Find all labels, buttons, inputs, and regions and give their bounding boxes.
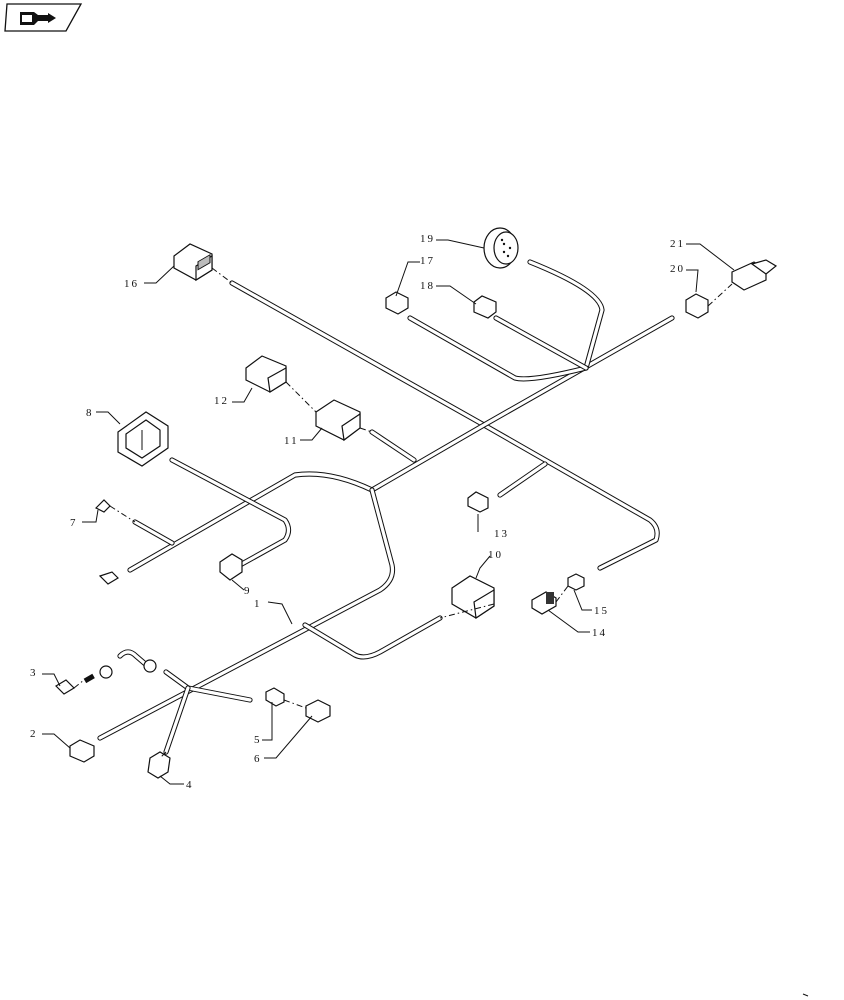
connector-9[interactable] bbox=[219, 553, 243, 581]
callout-6: 6 bbox=[254, 753, 262, 765]
harness-wires bbox=[97, 259, 675, 755]
callout-21: 21 bbox=[670, 238, 685, 250]
callout-16: 16 bbox=[124, 278, 139, 290]
connector-16[interactable] bbox=[173, 243, 213, 282]
callout-8: 8 bbox=[86, 407, 94, 419]
connector-7[interactable] bbox=[94, 499, 119, 585]
connector-2[interactable] bbox=[69, 739, 95, 763]
connector-8-grommet[interactable] bbox=[117, 411, 169, 467]
connector-15[interactable] bbox=[567, 573, 585, 591]
callout-15: 15 bbox=[594, 605, 609, 617]
connector-4[interactable] bbox=[147, 751, 171, 779]
callout-13: 13 bbox=[494, 528, 509, 540]
callout-3: 3 bbox=[30, 667, 38, 679]
corner-mark bbox=[802, 993, 809, 997]
connector-10[interactable] bbox=[451, 575, 495, 620]
connector-13[interactable] bbox=[467, 491, 489, 513]
connector-11[interactable] bbox=[315, 399, 361, 442]
callout-12: 12 bbox=[214, 395, 229, 407]
callout-14: 14 bbox=[592, 627, 607, 639]
callout-19: 19 bbox=[420, 233, 435, 245]
callout-9: 9 bbox=[244, 585, 252, 597]
connector-5[interactable] bbox=[265, 687, 285, 707]
callout-5: 5 bbox=[254, 734, 262, 746]
connector-18[interactable] bbox=[473, 295, 497, 319]
callout-7: 7 bbox=[70, 517, 78, 529]
callout-18: 18 bbox=[420, 280, 435, 292]
connector-20[interactable] bbox=[685, 293, 709, 319]
connector-17[interactable] bbox=[385, 291, 409, 315]
callout-1: 1 bbox=[254, 598, 262, 610]
connector-14[interactable] bbox=[531, 591, 557, 615]
book-arrow-icon[interactable] bbox=[4, 3, 84, 33]
callout-20: 20 bbox=[670, 263, 685, 275]
connector-3[interactable] bbox=[55, 659, 157, 695]
callout-17: 17 bbox=[420, 255, 435, 267]
callout-labels: 1 2 3 4 5 6 7 8 9 10 11 12 13 14 15 16 1… bbox=[30, 233, 685, 791]
connector-21[interactable] bbox=[731, 259, 778, 291]
callout-2: 2 bbox=[30, 728, 38, 740]
connector-19-round[interactable] bbox=[483, 227, 519, 269]
connector-12[interactable] bbox=[245, 355, 287, 393]
leader-lines bbox=[42, 239, 735, 785]
callout-10: 10 bbox=[488, 549, 503, 561]
callout-11: 11 bbox=[284, 435, 299, 447]
callout-4: 4 bbox=[186, 779, 194, 791]
mating-lines bbox=[73, 267, 733, 759]
